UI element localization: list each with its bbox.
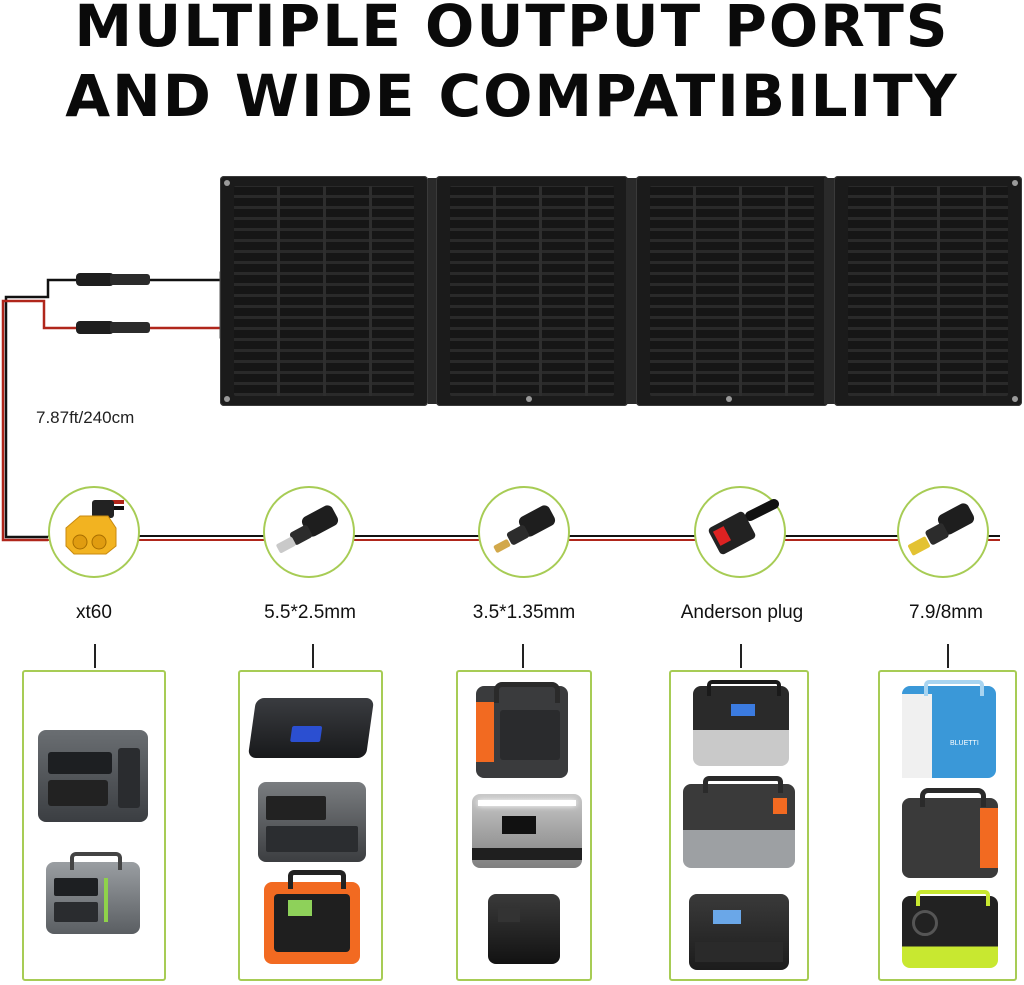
mc4-connector-icon <box>76 273 150 334</box>
connector-circle-7-9x8 <box>897 486 989 578</box>
connector-circle-anderson <box>694 486 786 578</box>
power-station-device <box>693 680 789 766</box>
power-station-device <box>258 782 366 862</box>
power-station-device <box>476 682 568 778</box>
power-station-device <box>264 870 360 964</box>
power-station-device <box>902 890 998 968</box>
connector-label-anderson: Anderson plug <box>680 602 804 623</box>
device-group-anderson <box>669 670 809 981</box>
device-group-7-9x8: BLUETTI <box>878 670 1017 981</box>
solar-panel-segment <box>436 176 628 406</box>
solar-panel-segment <box>636 176 828 406</box>
power-bank-device <box>247 698 375 758</box>
power-station-device <box>902 788 998 878</box>
solar-panel-segment <box>834 176 1022 406</box>
connector-circle-xt60 <box>48 486 140 578</box>
connector-label-7-9x8: 7.9/8mm <box>909 602 983 623</box>
dc-barrel-plug-icon <box>493 505 556 553</box>
connector-label-3-5x1-35: 3.5*1.35mm <box>472 602 576 623</box>
dc-barrel-plug-icon <box>276 505 339 553</box>
power-station-device <box>488 894 560 964</box>
connector-label-xt60: xt60 <box>76 602 112 623</box>
bluetti-logo-text: BLUETTI <box>950 740 979 747</box>
power-station-device <box>683 776 795 868</box>
anderson-plug-icon <box>708 499 779 555</box>
solar-panel-segment <box>220 176 428 406</box>
power-station-device <box>689 894 789 970</box>
dc-barrel-plug-icon <box>908 503 975 556</box>
xt60-connector-icon <box>65 500 124 555</box>
device-group-xt60 <box>22 670 166 981</box>
connector-circle-3-5x1-35 <box>478 486 570 578</box>
cable-length-label: 7.87ft/240cm <box>36 408 135 427</box>
power-station-device: BLUETTI <box>902 680 996 778</box>
connector-circle-5-5x2-5 <box>263 486 355 578</box>
power-station-device <box>46 852 140 934</box>
device-group-3-5x1-35 <box>456 670 592 981</box>
headline-line-1: MULTIPLE OUTPUT PORTS <box>74 0 950 60</box>
power-station-device <box>38 730 148 822</box>
device-group-5-5x2-5 <box>238 670 383 981</box>
headline-line-2: AND WIDE COMPATIBILITY <box>65 62 959 130</box>
power-station-device <box>472 794 582 868</box>
connector-label-5-5x2-5: 5.5*2.5mm <box>264 602 356 623</box>
